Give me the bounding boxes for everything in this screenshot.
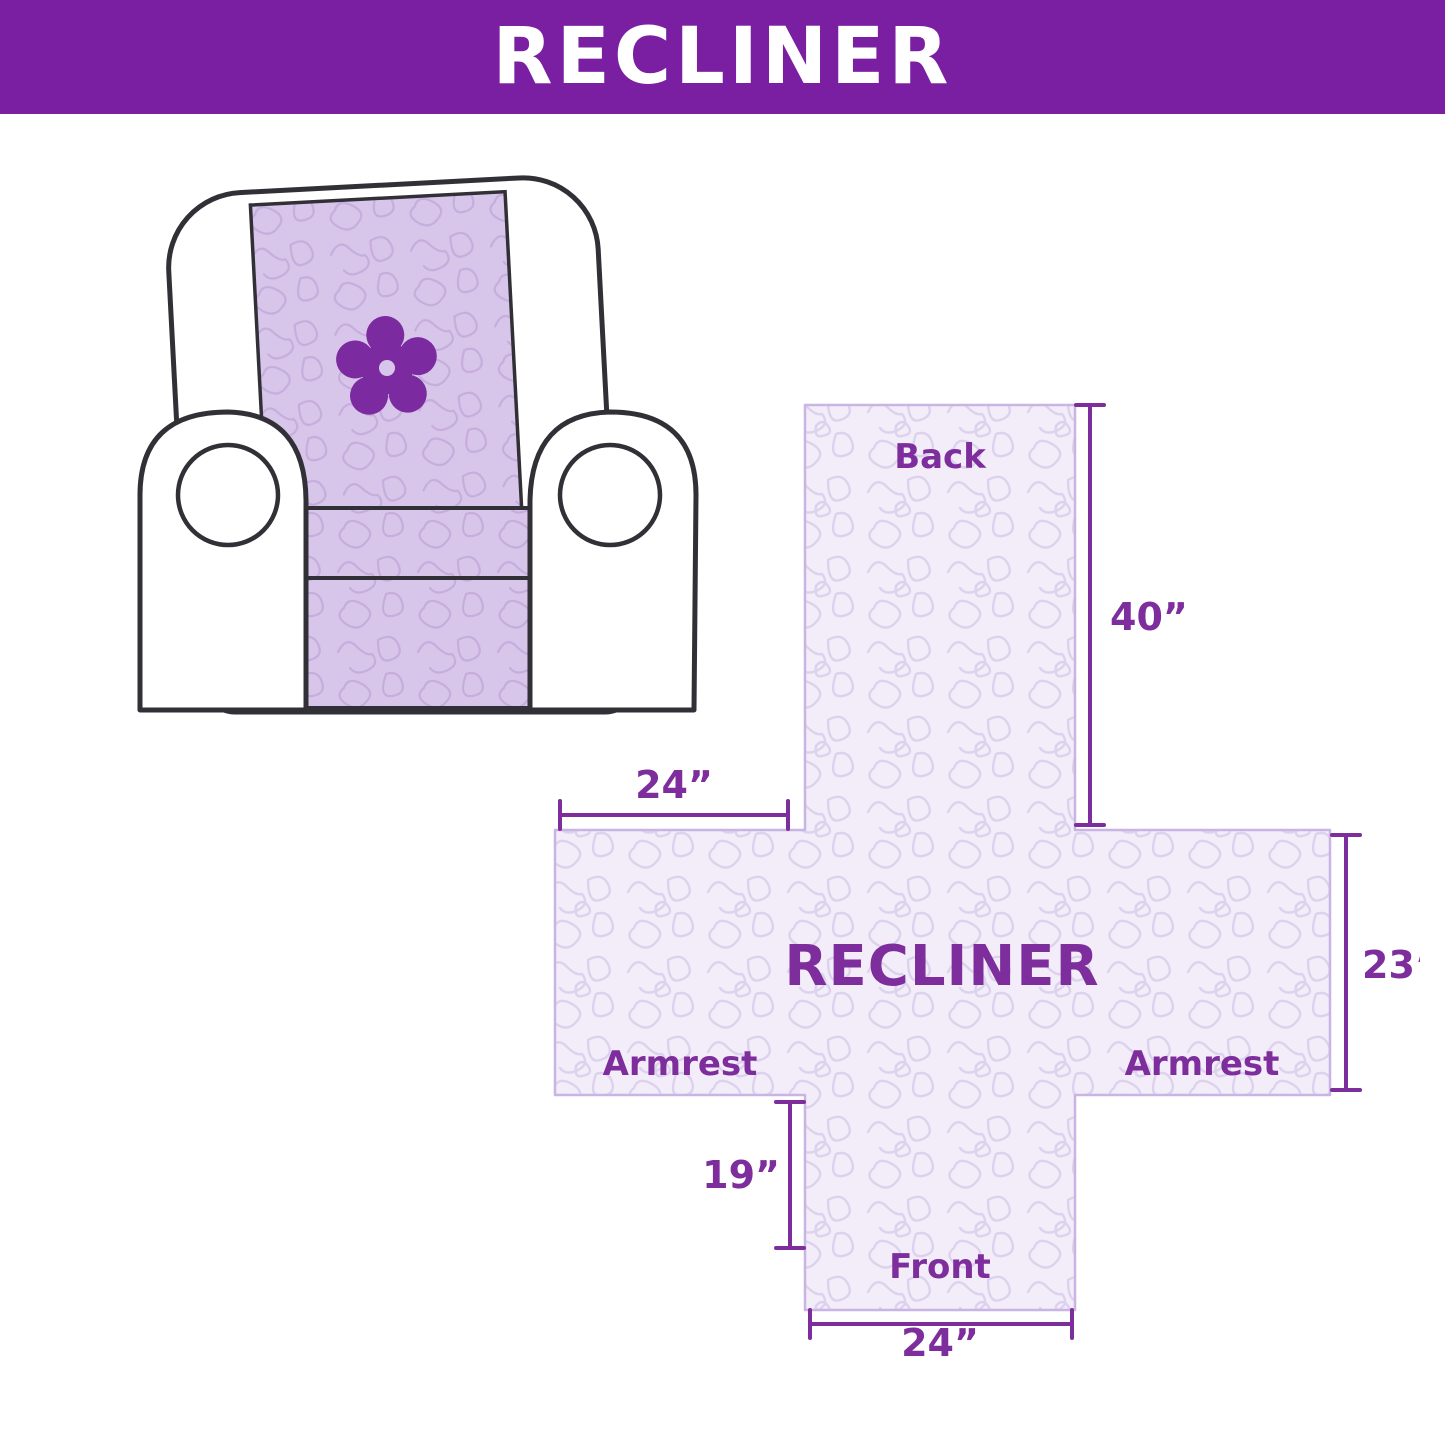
dim-line-front-height [774,1100,806,1250]
chair-illustration-svg [137,175,699,715]
chair-left-arm [137,409,309,713]
back-label: Back [894,437,987,477]
dim-front-height: 19” [702,1153,780,1197]
dim-line-back-height [1074,403,1106,827]
cover-layout-svg: Back RECLINER Armrest Armrest Front 40” … [553,403,1440,1365]
chair-illustration [90,150,740,790]
page-title: RECLINER [492,12,953,102]
cover-cross-shape [553,403,1332,1312]
dim-line-armrest-height [1330,833,1362,1092]
cover-layout-diagram: Back RECLINER Armrest Armrest Front 40” … [540,390,1440,1365]
pinwheel-icon [336,316,437,415]
dim-armrest-top-width: 24” [635,763,713,807]
armrest-left-label: Armrest [603,1044,758,1084]
dim-back-height: 40” [1110,595,1188,639]
center-label: RECLINER [784,934,1099,999]
banner: RECLINER [0,0,1445,114]
dim-front-width: 24” [901,1321,979,1360]
chair-front-skirt [293,576,555,710]
dim-line-front-width [808,1308,1074,1340]
dim-line-armrest-top-width [558,799,790,831]
chair-seat-cover [288,506,554,588]
dim-armrest-height: 23” [1362,943,1420,987]
chair-right-arm [527,409,699,713]
armrest-right-label: Armrest [1125,1044,1280,1084]
front-label: Front [889,1247,991,1287]
